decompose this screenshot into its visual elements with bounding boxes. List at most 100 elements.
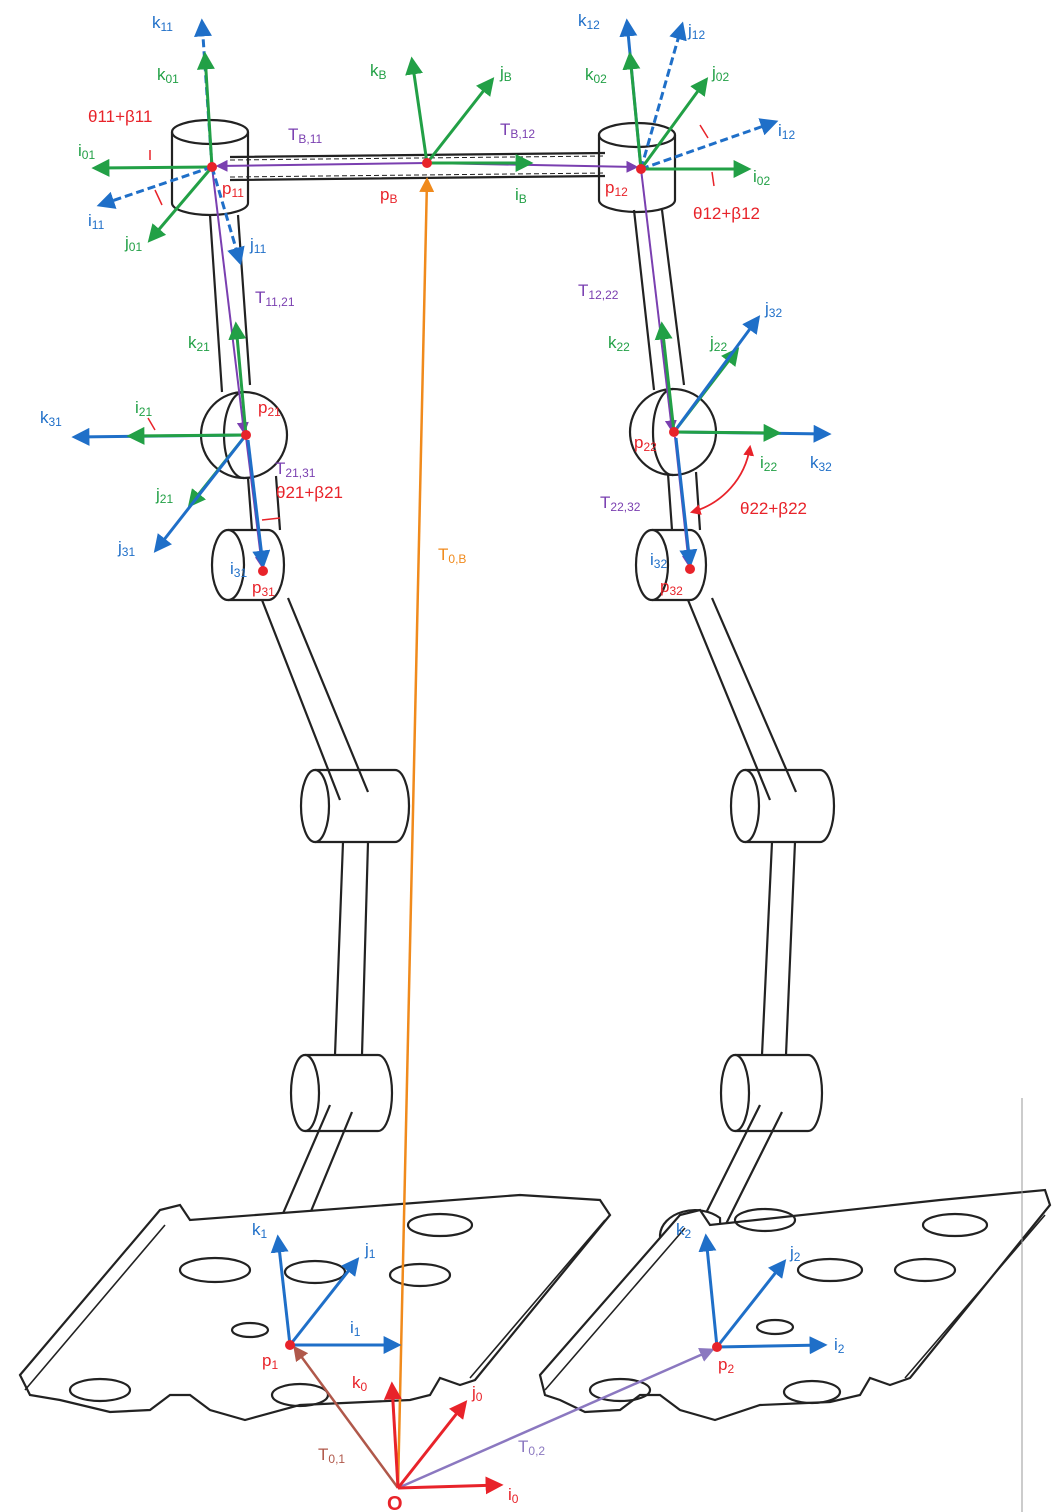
label-i2: i2: [834, 1335, 845, 1356]
label-k1: k1: [252, 1220, 268, 1241]
axis-k1: [270, 1234, 292, 1346]
axis-j1: [288, 1257, 360, 1346]
label-p12: p12: [605, 178, 628, 199]
vector-T1222: [640, 168, 677, 433]
label-TB12: TB,12: [500, 120, 535, 141]
knee-frame-21: [71, 321, 281, 569]
label-i12: i12: [778, 121, 795, 142]
vector-T1121: [211, 166, 249, 435]
label-j02: j02: [711, 63, 729, 84]
point-pB: [422, 158, 432, 168]
label-k21: k21: [188, 333, 210, 354]
label-p21: p21: [258, 398, 281, 419]
body-frame: [405, 56, 534, 172]
label-kB: kB: [370, 61, 387, 82]
label-theta21: θ21+β21: [276, 483, 343, 502]
label-k11: k11: [152, 13, 173, 34]
point-p32: [685, 564, 695, 574]
axis-j0: [396, 1400, 468, 1489]
angle-arc-11: [149, 150, 163, 206]
label-p2: p2: [718, 1355, 734, 1376]
label-i01: i01: [78, 141, 95, 162]
label-T2232: T22,32: [600, 493, 641, 514]
axis-j31: [153, 434, 248, 553]
hip-frame-2: [619, 18, 779, 187]
label-k2: k2: [676, 1220, 692, 1241]
label-T1222: T12,22: [578, 281, 619, 302]
vector-T01: [293, 1345, 400, 1489]
origin-vectors: [293, 177, 715, 1490]
label-jB: jB: [499, 63, 512, 84]
label-j12: j12: [687, 21, 705, 42]
label-i02: i02: [753, 167, 770, 188]
axis-j12: [639, 21, 687, 170]
label-T02: T0,2: [518, 1437, 545, 1458]
label-k22: k22: [608, 333, 630, 354]
label-T2131: T21,31: [275, 459, 316, 480]
axis-k01: [196, 51, 215, 168]
point-p22: [669, 427, 679, 437]
hip-frame-1: [91, 18, 245, 266]
axis-k02: [622, 51, 643, 170]
point-p21: [241, 430, 251, 440]
axis-i2: [716, 1336, 828, 1355]
label-j0: j0: [471, 1383, 483, 1404]
point-p11: [207, 162, 217, 172]
label-j1: j1: [364, 1240, 376, 1261]
label-j22: j22: [709, 333, 727, 354]
label-T1121: T11,21: [255, 288, 295, 309]
label-j2: j2: [789, 1243, 801, 1264]
origin-frame: [383, 1381, 504, 1495]
label-iB: iB: [515, 185, 527, 206]
angle-arc-21: [147, 417, 281, 521]
axis-j01: [147, 166, 214, 243]
axis-k22: [654, 321, 676, 433]
foot-frame-1: [270, 1234, 402, 1354]
label-i0: i0: [508, 1485, 519, 1506]
axis-i0: [397, 1476, 504, 1495]
label-j21: j21: [155, 485, 173, 506]
label-j11: j11: [249, 235, 267, 256]
label-i1: i1: [350, 1318, 361, 1339]
label-p22: p22: [634, 433, 657, 454]
axis-i11: [96, 165, 213, 209]
label-T0B: T0,B: [438, 545, 466, 566]
vector-T02: [397, 1347, 715, 1490]
label-theta22: θ22+β22: [740, 499, 807, 518]
axis-k2: [698, 1233, 719, 1348]
label-i21: i21: [135, 398, 152, 419]
label-i31: i31: [230, 559, 247, 580]
label-i32: i32: [650, 550, 667, 571]
axis-i01: [91, 158, 213, 177]
label-TB11: TB,11: [288, 125, 323, 146]
axis-k0: [383, 1381, 402, 1489]
joint-points: [207, 158, 722, 1352]
label-p1: p1: [262, 1351, 278, 1372]
label-origin: O: [387, 1493, 403, 1512]
mechanism: [18, 118, 1052, 1512]
axis-kB: [405, 56, 429, 164]
label-pB: pB: [380, 185, 397, 206]
label-j32: j32: [764, 299, 782, 320]
label-j31: j31: [117, 538, 135, 559]
label-theta11: θ11+β11: [88, 107, 152, 126]
label-theta12: θ12+β12: [693, 204, 760, 223]
point-p1: [285, 1340, 295, 1350]
labels: k11 k01 θ11+β11 i01 i11 j01 j11 p11 TB,1…: [40, 11, 845, 1512]
vector-TB11: [215, 159, 428, 172]
label-p31: p31: [252, 578, 275, 599]
angle-arc-22: [689, 444, 755, 515]
axis-j02: [639, 77, 709, 170]
axis-j11: [210, 166, 245, 266]
axis-i22: [673, 423, 782, 442]
label-k0: k0: [352, 1373, 368, 1394]
point-p2: [712, 1342, 722, 1352]
axis-i31: [246, 439, 271, 569]
label-k02: k02: [585, 65, 607, 86]
label-j01: j01: [124, 233, 142, 254]
label-T01: T0,1: [318, 1445, 345, 1466]
point-p12: [636, 164, 646, 174]
axis-j2: [715, 1259, 787, 1348]
label-k12: k12: [578, 11, 600, 32]
